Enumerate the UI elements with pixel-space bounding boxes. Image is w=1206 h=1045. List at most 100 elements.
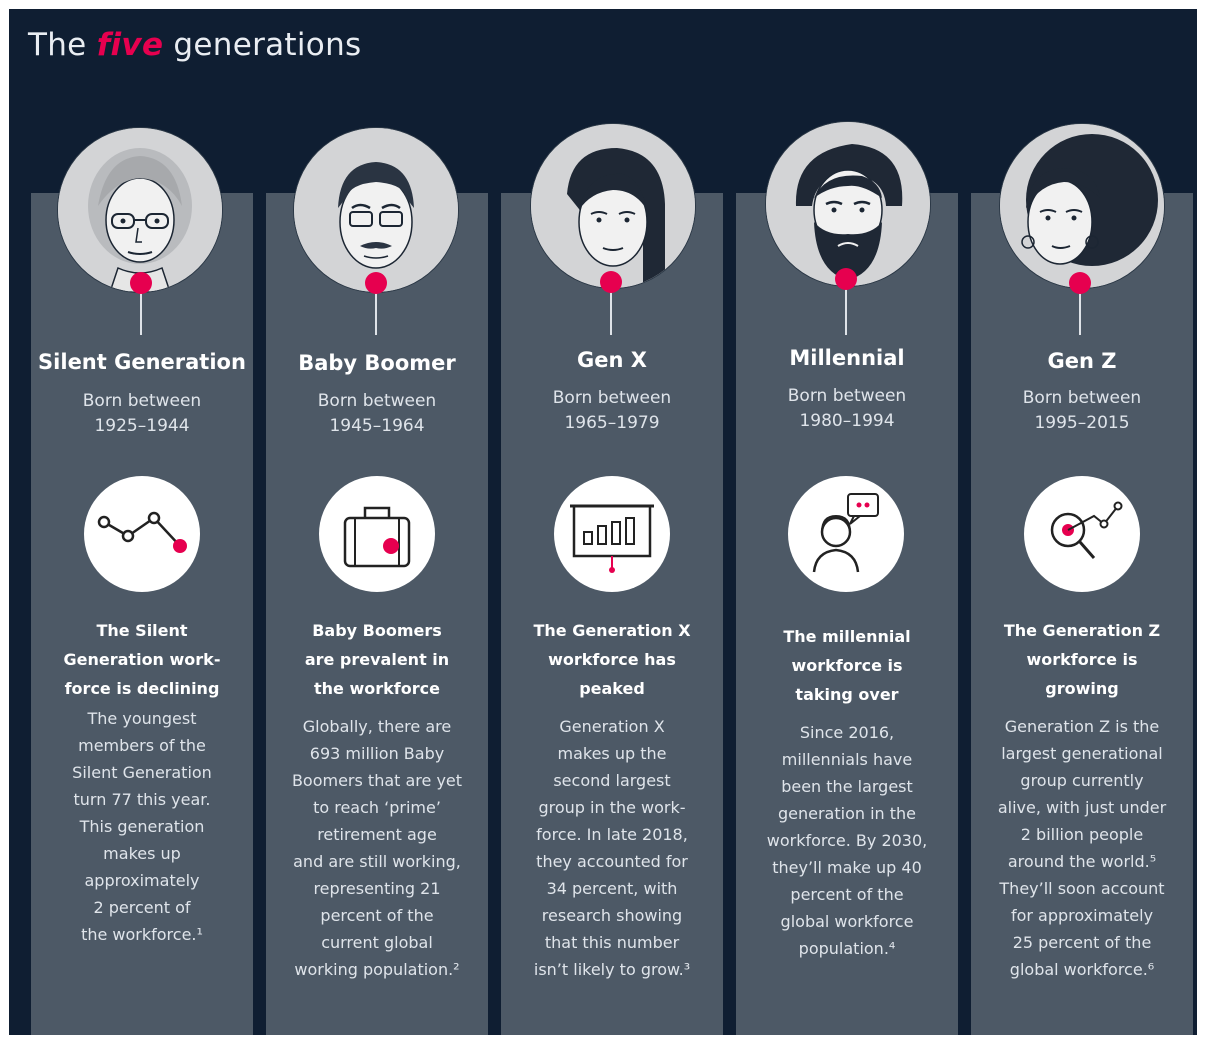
headline-line: workforce is — [791, 656, 903, 675]
column-baby-boomer — [266, 193, 488, 1035]
declining-line-chart-icon — [84, 476, 200, 592]
column-gen-z — [971, 193, 1193, 1035]
body-line: millennials have — [781, 750, 913, 769]
body-line: force. In late 2018, — [536, 825, 688, 844]
body-line: Globally, there are — [302, 717, 452, 736]
body-line: They’ll soon account — [999, 879, 1165, 898]
headline-line: the workforce — [314, 679, 440, 698]
body-line: around the world.⁵ — [1007, 852, 1157, 871]
page-title: The five generations — [28, 27, 361, 63]
body-line: to reach ‘prime’ — [313, 798, 441, 817]
born-label: Born between — [1022, 388, 1142, 408]
headline: Baby Boomers are prevalent in the workfo… — [266, 616, 488, 703]
young-woman-portrait-icon — [999, 123, 1165, 289]
headline-line: The Generation X — [533, 621, 691, 640]
born-label: Born between — [552, 388, 672, 408]
born-between: Born between 1980–1994 — [736, 384, 958, 434]
body-line: Generation X — [559, 717, 665, 736]
bearded-man-portrait-icon — [765, 121, 931, 287]
body-line: that this number — [544, 933, 680, 952]
body-line: approximately — [84, 871, 200, 890]
body-line: and are still working, — [293, 852, 461, 871]
older-woman-portrait-icon — [57, 127, 223, 293]
column-millennial — [736, 193, 958, 1035]
body-line: they’ll make up 40 — [772, 858, 922, 877]
generation-name: Baby Boomer — [298, 351, 456, 375]
body-line: current global — [321, 933, 433, 952]
born-range: 1995–2015 — [1034, 413, 1130, 433]
description: Since 2016, millennials have been the la… — [736, 719, 958, 962]
body-line: percent of the — [790, 885, 904, 904]
born-between: Born between 1925–1944 — [31, 389, 253, 439]
body-line: makes up the — [557, 744, 667, 763]
headline: The Generation X workforce has peaked — [501, 616, 723, 703]
body-line: representing 21 — [313, 879, 441, 898]
title-prefix: The — [28, 27, 87, 63]
body-line: makes up — [103, 844, 181, 863]
body-line: 34 percent, with — [546, 879, 678, 898]
pin-line — [140, 283, 142, 335]
infographic: The five generations Silent Generation B… — [9, 9, 1197, 1035]
headline-line: workforce has — [548, 650, 676, 669]
headline: The millennial workforce is taking over — [736, 622, 958, 709]
headline-line: are prevalent in — [304, 650, 450, 669]
title-accent: five — [96, 27, 164, 63]
woman-long-hair-portrait-icon — [530, 123, 696, 289]
born-label: Born between — [82, 391, 202, 411]
generation-name: Silent Generation — [38, 350, 246, 374]
headline-line: peaked — [579, 679, 645, 698]
body-line: Boomers that are yet — [291, 771, 463, 790]
body-line: 2 billion people — [1020, 825, 1144, 844]
body-line: group currently — [1020, 771, 1144, 790]
born-range: 1925–1944 — [94, 416, 190, 436]
born-between: Born between 1945–1964 — [266, 389, 488, 439]
pin-line — [375, 283, 377, 335]
body-line: group in the work- — [538, 798, 686, 817]
born-between: Born between 1995–2015 — [971, 386, 1193, 436]
body-line: isn’t likely to grow.³ — [533, 960, 691, 979]
body-line: research showing — [541, 906, 683, 925]
pin-marker — [600, 271, 622, 293]
body-line: generation in the — [777, 804, 917, 823]
body-line: turn 77 this year. — [73, 790, 211, 809]
generation-name: Gen X — [577, 348, 647, 372]
headline-line: The millennial — [783, 627, 911, 646]
description: Generation Z is the largest generational… — [971, 713, 1193, 983]
headline-line: Generation work- — [63, 650, 221, 669]
body-line: workforce. By 2030, — [766, 831, 928, 850]
title-suffix: generations — [173, 27, 362, 63]
body-line: population.⁴ — [798, 939, 896, 958]
column-silent-generation — [31, 193, 253, 1035]
briefcase-icon — [319, 476, 435, 592]
born-label: Born between — [317, 391, 437, 411]
body-line: alive, with just under — [997, 798, 1167, 817]
body-line: the workforce.¹ — [81, 925, 203, 944]
born-range: 1980–1994 — [799, 411, 895, 431]
headline-line: workforce is — [1026, 650, 1138, 669]
headline-line: growing — [1045, 679, 1119, 698]
born-label: Born between — [787, 386, 907, 406]
pin-marker — [1069, 272, 1091, 294]
description: The youngest members of the Silent Gener… — [31, 705, 253, 948]
older-man-portrait-icon — [293, 127, 459, 293]
body-line: percent of the — [320, 906, 434, 925]
presentation-board-icon — [554, 476, 670, 592]
body-line: largest generational — [1001, 744, 1163, 763]
body-line: retirement age — [317, 825, 437, 844]
body-line: 2 percent of — [93, 898, 191, 917]
body-line: Since 2016, — [799, 723, 895, 742]
body-line: This generation — [79, 817, 205, 836]
generation-name: Gen Z — [1047, 349, 1117, 373]
born-range: 1945–1964 — [329, 416, 425, 436]
magnifier-growth-icon — [1024, 476, 1140, 592]
body-line: second largest — [553, 771, 671, 790]
body-line: they accounted for — [536, 852, 688, 871]
body-line: global workforce — [780, 912, 914, 931]
born-range: 1965–1979 — [564, 413, 660, 433]
generation-name: Millennial — [789, 346, 905, 370]
body-line: The youngest — [87, 709, 197, 728]
headline-line: The Silent — [96, 621, 188, 640]
body-line: been the largest — [781, 777, 913, 796]
pin-line — [845, 283, 847, 335]
headline: The Generation Z workforce is growing — [971, 616, 1193, 703]
